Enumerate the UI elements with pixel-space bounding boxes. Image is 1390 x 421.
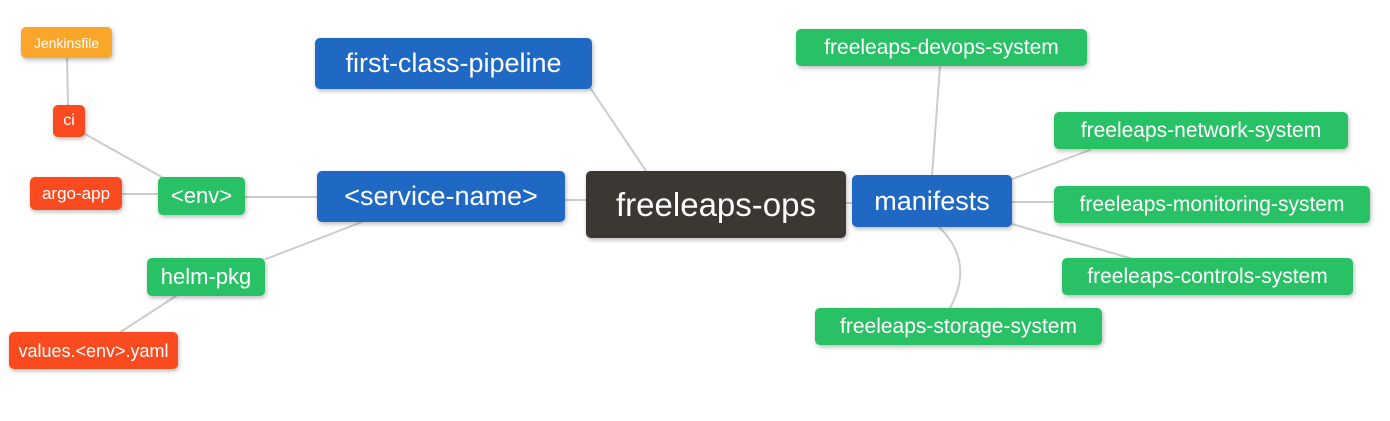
edge-manifests-network-system [1011, 149, 1091, 180]
node-freeleaps-network-system[interactable]: freeleaps-network-system [1054, 112, 1348, 149]
edge-manifests-controls-system [1011, 223, 1134, 260]
node-jenkinsfile[interactable]: Jenkinsfile [21, 27, 112, 58]
node-freeleaps-devops-system[interactable]: freeleaps-devops-system [796, 29, 1087, 66]
node-freeleaps-controls-system[interactable]: freeleaps-controls-system [1062, 258, 1353, 295]
edge-manifests-storage-system [938, 226, 962, 309]
node-values-env-yaml[interactable]: values.<env>.yaml [9, 332, 178, 369]
edge-manifests-devops-system [931, 65, 941, 177]
edge-ci-env [84, 133, 168, 181]
node-helm-pkg[interactable]: helm-pkg [147, 258, 265, 296]
edge-helm-pkg-values [118, 295, 177, 334]
node-env[interactable]: <env> [158, 177, 245, 215]
node-service-name[interactable]: <service-name> [317, 171, 565, 222]
edge-pipeline-freeleaps-ops [590, 88, 647, 172]
node-freeleaps-ops-root[interactable]: freeleaps-ops [586, 171, 846, 238]
node-manifests[interactable]: manifests [852, 175, 1012, 227]
node-ci[interactable]: ci [53, 105, 85, 137]
edge-jenkinsfile-ci [66, 57, 69, 106]
node-freeleaps-storage-system[interactable]: freeleaps-storage-system [815, 308, 1102, 345]
node-first-class-pipeline[interactable]: first-class-pipeline [315, 38, 592, 89]
node-freeleaps-monitoring-system[interactable]: freeleaps-monitoring-system [1054, 186, 1370, 223]
edge-service-name-helm-pkg [265, 221, 363, 260]
node-argo-app[interactable]: argo-app [30, 177, 122, 210]
